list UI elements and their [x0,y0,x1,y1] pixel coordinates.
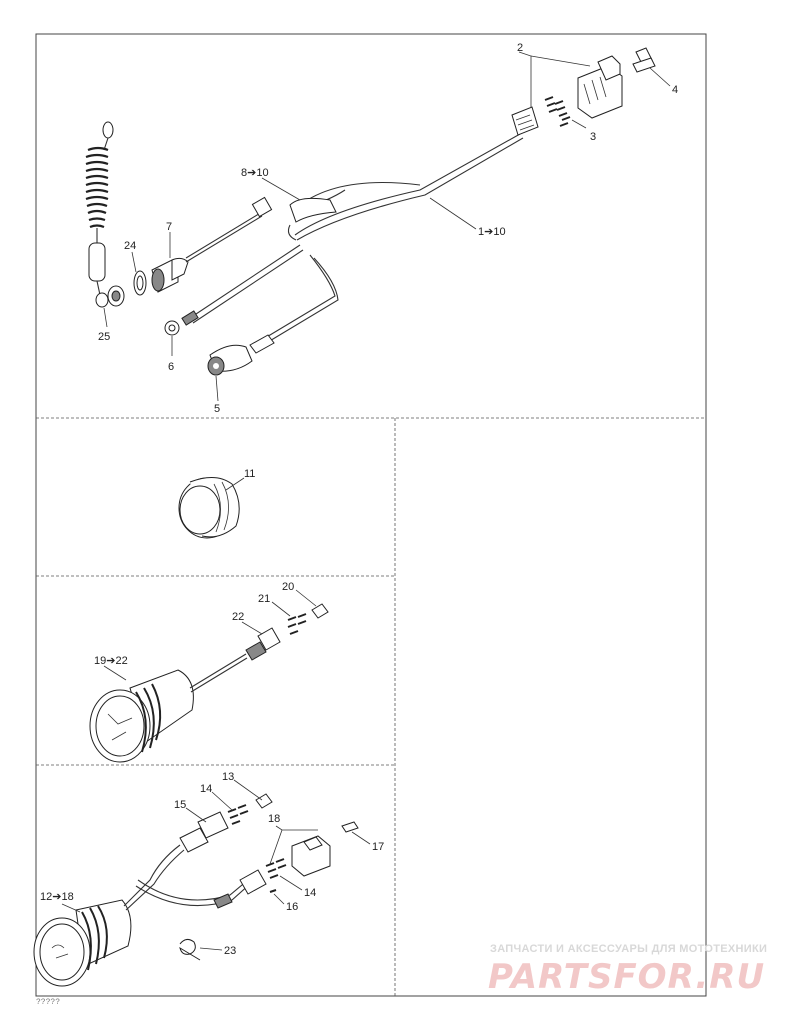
callout-6: 6 [168,361,174,373]
main-trunk [294,133,521,236]
callout-15: 15 [174,799,186,811]
callout-24: 24 [124,240,136,252]
callout-20: 20 [282,581,294,593]
watermark: ЗАПЧАСТИ И АКСЕССУАРЫ ДЛЯ МОТОТЕХНИКИ PA… [488,943,767,997]
coil-loops [85,146,109,229]
callout-16: 16 [286,901,298,913]
callout-8-10: 8➔10 [241,167,269,179]
diagram-frame [35,33,707,997]
callout-5: 5 [214,403,220,415]
callout-11: 11 [244,468,255,480]
callout-12-18: 12➔18 [40,891,74,903]
key-switch-7 [107,257,189,307]
gauge-assembly-12-18: 13 14 15 18 17 14 16 23 12➔18 [33,771,384,987]
harness-sleeve [289,197,337,223]
callout-4: 4 [672,84,678,96]
callout-25: 25 [98,331,110,343]
lock-17 [341,821,359,833]
lanyard-float [88,242,106,282]
pins-21 [287,613,307,635]
connector-housing-top [511,47,656,136]
callout-1-10: 1➔10 [478,226,506,238]
lock-20 [311,603,329,619]
coiled-lanyard [85,121,114,308]
callout-7: 7 [166,221,172,233]
callout-3: 3 [590,131,596,143]
clip-23 [179,938,201,961]
callout-17: 17 [372,841,384,853]
callout-23: 23 [224,945,236,957]
callout-14-lower: 14 [304,887,316,899]
pins-14-upper [227,804,249,825]
watermark-brand: PARTSFOR.RU [488,957,765,997]
bezel-ring-11: 11 [178,468,255,539]
gauge-assembly-19-22: 19➔22 22 21 20 [89,581,329,763]
callout-2: 2 [517,42,523,54]
lock-13 [255,793,273,809]
leader-lines-top [103,51,671,402]
wiring-harness-assembly [85,47,656,376]
lanyard-clip [102,121,114,139]
callout-14-upper: 14 [200,783,212,795]
callout-19-22: 19➔22 [94,655,128,667]
callout-labels-top: 2 3 4 1➔10 8➔10 7 24 25 6 5 [98,42,678,415]
drawing-code: ????? [36,998,60,1007]
watermark-tagline: ЗАПЧАСТИ И АКСЕССУАРЫ ДЛЯ МОТОТЕХНИКИ [490,943,767,955]
callout-13: 13 [222,771,234,783]
lanyard-cap-25 [95,292,109,308]
connector-15 [197,811,229,839]
callout-21: 21 [258,593,270,605]
callout-18: 18 [268,813,280,825]
outer-border [35,33,707,997]
callout-22: 22 [232,611,244,623]
pins-14-lower [265,858,287,879]
connector-22 [257,627,281,651]
pins-3 [544,96,571,127]
seal-16 [269,889,277,893]
